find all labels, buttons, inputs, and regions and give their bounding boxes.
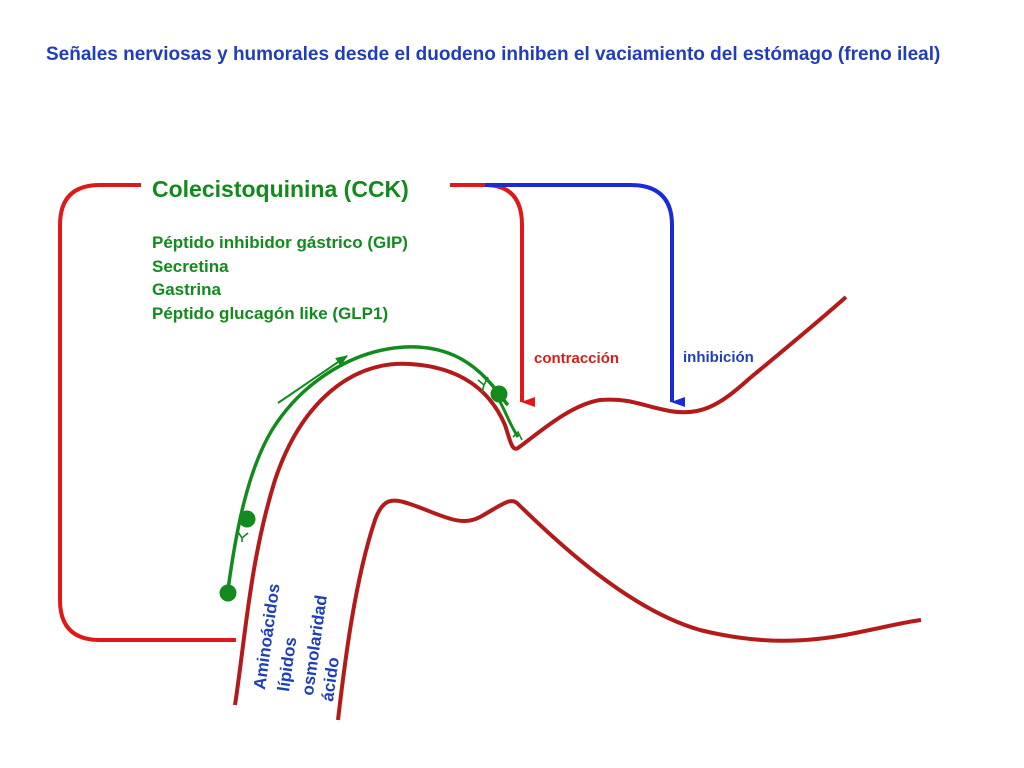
- feedback-loop-left: [58, 183, 236, 642]
- neuron-body-lower: [219, 584, 237, 602]
- neuron-body-upper: [490, 385, 508, 403]
- tract-wall-upper: [233, 295, 848, 706]
- inhibition-label: inhibición: [683, 349, 754, 366]
- signal-direction-arrow: [277, 355, 348, 404]
- hormone-item: Secretina: [152, 256, 229, 276]
- synapse-fork-top: [477, 376, 489, 393]
- synapse-fork-end: [512, 430, 523, 441]
- hormone-item: Péptido inhibidor gástrico (GIP): [152, 233, 408, 252]
- hormone-list: Péptido inhibidor gástrico (GIP) Secreti…: [152, 231, 408, 325]
- neuron-body-middle: [238, 510, 256, 528]
- hormone-item: Péptido glucagón like (GLP1): [152, 303, 389, 323]
- contraction-label: contracción: [534, 350, 620, 367]
- hormone-item: Gastrina: [152, 280, 221, 299]
- diagram-title: Señales nerviosas y humorales desde el d…: [46, 44, 941, 65]
- nerve-pathway: [226, 345, 510, 591]
- synapse-fork-lower: [237, 531, 249, 542]
- inhibition-pathway: [485, 183, 685, 407]
- tract-wall-lower: [336, 498, 922, 721]
- hormone-main-label: Colecistoquinina (CCK): [152, 176, 409, 202]
- contraction-pathway: [450, 183, 535, 407]
